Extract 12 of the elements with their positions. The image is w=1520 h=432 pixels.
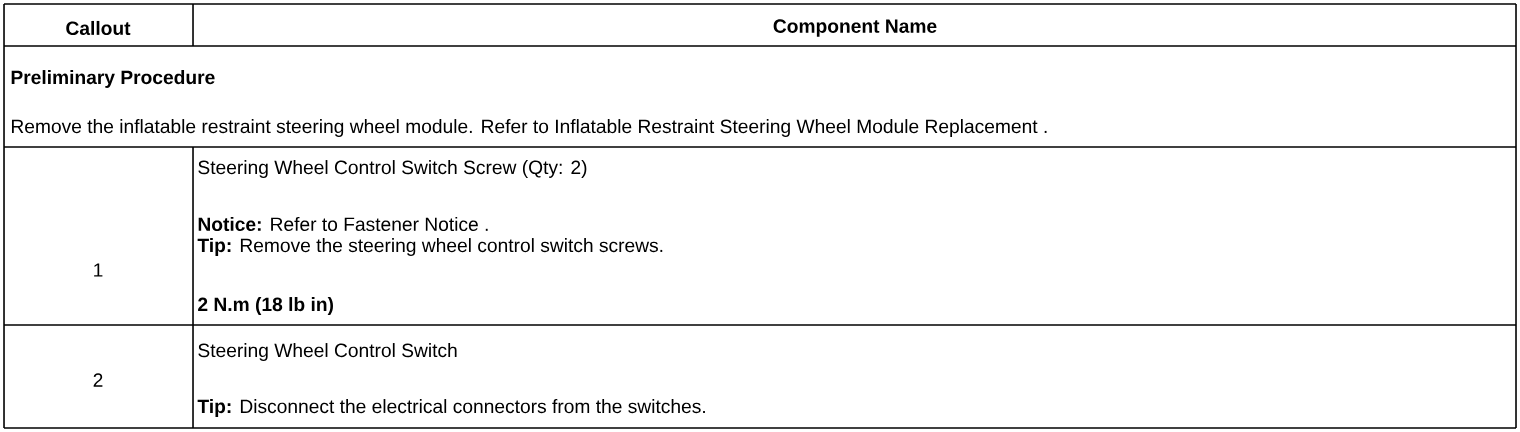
callout-number: 2	[93, 373, 103, 387]
notice-text: Notice: Refer to Fastener Notice .	[198, 216, 488, 232]
torque-spec: 2 N.m (18 lb in)	[198, 297, 333, 315]
column-header: Component Name	[773, 19, 937, 37]
component-name: Steering Wheel Control Switch Screw (Qty: 2)	[198, 160, 587, 178]
tip-text: Tip: Remove the steering wheel control switch screws.	[197, 238, 663, 256]
tip-text: Tip: Disconnect the electrical connectors from the switches.	[197, 399, 705, 417]
section-heading: Preliminary Procedure	[11, 70, 215, 88]
column-header: Callout	[66, 20, 131, 36]
procedure-text: Remove the inflatable restraint steering wheel module. Refer to Inflatable Restraint Steering Wheel Module Replacement .	[12, 119, 1047, 137]
component-name: Steering Wheel Control Switch	[198, 343, 457, 361]
callout-number: 1	[94, 263, 103, 277]
